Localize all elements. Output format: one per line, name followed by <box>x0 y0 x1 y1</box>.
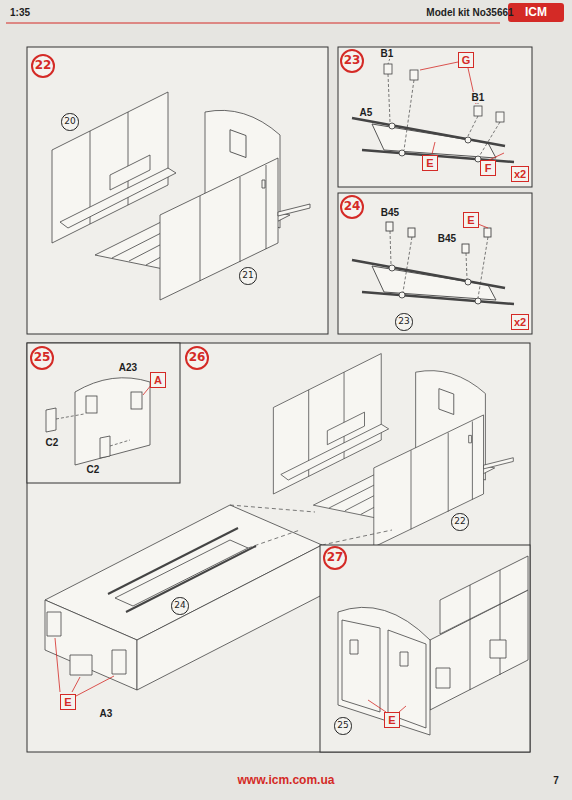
step-number: 26 <box>185 346 210 371</box>
subassembly-number: 24 <box>171 597 188 614</box>
paint-code: A <box>150 372 166 388</box>
node-text: E <box>64 696 71 708</box>
node-text: 24 <box>344 200 361 213</box>
leader-lines <box>420 62 504 161</box>
part-number: A23 <box>118 362 138 373</box>
node-text: E <box>388 714 395 726</box>
node-text: E <box>467 214 474 226</box>
logo-badge <box>508 3 564 22</box>
subassembly-number: 25 <box>334 717 351 734</box>
step-number: 22 <box>31 54 56 79</box>
node-text: x2 <box>514 316 526 328</box>
part-number: B1 <box>471 92 486 103</box>
step-panels <box>27 47 532 752</box>
paint-code: F <box>480 160 496 176</box>
node-text: F <box>485 162 492 174</box>
rear-wall <box>46 378 150 465</box>
node-text: 20 <box>64 117 75 127</box>
step-panel <box>27 343 180 483</box>
step-number: 24 <box>340 195 365 220</box>
subassembly-number: 21 <box>239 267 256 284</box>
step-number: 27 <box>323 546 348 571</box>
assembly-lines <box>390 231 488 298</box>
node-text: G <box>462 54 471 66</box>
part-number: C2 <box>86 464 101 475</box>
part-number: B45 <box>437 233 457 244</box>
header-rule <box>6 23 500 24</box>
bracket-parts <box>384 64 504 122</box>
paint-code: E <box>463 212 479 228</box>
node-text: A <box>154 374 162 386</box>
subassembly-number: 23 <box>395 313 412 330</box>
node-text: 25 <box>337 721 348 731</box>
node-text: 21 <box>242 271 253 281</box>
part-number: A5 <box>359 107 374 118</box>
node-text: 25 <box>34 351 51 364</box>
node-text: 22 <box>454 517 465 527</box>
subassembly-number: 22 <box>451 513 468 530</box>
paint-code: G <box>458 52 474 68</box>
kit-number: Model kit No35661 <box>425 7 514 18</box>
assembly-lines <box>56 414 130 446</box>
paint-code: x2 <box>511 166 529 182</box>
part-number: B1 <box>380 48 395 59</box>
node-text: 22 <box>35 59 52 72</box>
page-number: 7 <box>552 775 560 786</box>
node-text: 27 <box>327 551 344 564</box>
paint-code: x2 <box>511 314 529 330</box>
leader-lines <box>368 700 406 712</box>
logo-text: ICM <box>524 5 548 19</box>
leader-line <box>478 224 488 228</box>
body-assembly <box>273 354 513 547</box>
paint-code: E <box>60 694 76 710</box>
assembly-lines <box>230 505 392 548</box>
scale-label: 1:35 <box>9 7 31 18</box>
step-panel <box>320 545 530 752</box>
part-number: B45 <box>380 207 400 218</box>
floor-assembly <box>45 505 322 690</box>
node-text: E <box>426 157 433 169</box>
node-text: 23 <box>398 317 409 327</box>
node-text: x2 <box>514 168 526 180</box>
step-number: 25 <box>30 346 55 371</box>
body-assembly <box>52 92 310 300</box>
assembly-lines <box>388 58 500 155</box>
node-text: 23 <box>344 54 361 67</box>
leader-lines <box>55 638 114 696</box>
subassembly-number: 20 <box>61 113 78 130</box>
website: www.icm.com.ua <box>237 773 336 787</box>
rear-view <box>338 556 528 735</box>
step-number: 23 <box>340 49 365 74</box>
stretcher <box>352 222 514 304</box>
node-text: 24 <box>174 601 185 611</box>
paint-code: E <box>422 155 438 171</box>
part-number: A3 <box>99 708 114 719</box>
paint-code: E <box>384 712 400 728</box>
node-text: 26 <box>189 351 206 364</box>
part-number: C2 <box>45 437 60 448</box>
